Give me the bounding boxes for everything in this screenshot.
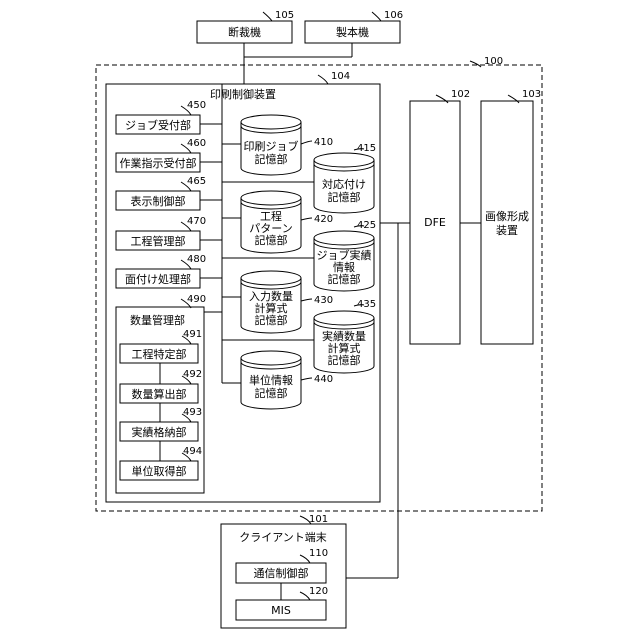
work-instruction-unit: 作業指示受付部: [116, 153, 200, 172]
process-management-ref: 470: [187, 216, 206, 227]
print-controller-ref: 104: [331, 71, 350, 82]
actual-quantity-formula-line2: 計算式: [328, 341, 361, 355]
quantity-calculation-unit: 数量算出部: [120, 384, 198, 403]
cutter-label: 断裁機: [228, 25, 261, 39]
imposition-unit: 面付け処理部: [116, 269, 200, 288]
display-control-ref: 465: [187, 176, 206, 187]
job-result-storage-ref: 425: [357, 220, 376, 231]
cutter-ref: 105: [275, 10, 294, 21]
input-quantity-formula-ref: 430: [314, 295, 333, 306]
result-storing-ref: 493: [183, 407, 202, 418]
image-forming-ref: 103: [522, 89, 541, 100]
job-result-storage: ジョブ実績 情報 記憶部: [314, 231, 374, 291]
comm-control-unit: 通信制御部: [236, 563, 326, 583]
input-quantity-formula-line3: 記憶部: [255, 313, 288, 327]
print-job-storage: 印刷ジョブ 記憶部: [241, 115, 301, 175]
comm-control-ref: 110: [309, 548, 328, 559]
system-ref: 100: [484, 56, 503, 67]
mis-label: MIS: [271, 604, 291, 617]
dfe-ref: 102: [451, 89, 470, 100]
unit-acquisition-unit: 単位取得部: [120, 461, 198, 480]
result-storing-unit: 実績格納部: [120, 422, 198, 441]
system-ref-leader: [470, 61, 481, 67]
binder-label: 製本機: [336, 25, 369, 39]
process-management-unit: 工程管理部: [116, 231, 200, 250]
client-terminal-ref: 101: [309, 514, 328, 525]
print-job-storage-line2: 記憶部: [255, 152, 288, 166]
process-pattern-storage-line3: 記憶部: [255, 233, 288, 247]
binder-ref: 106: [384, 10, 403, 21]
actual-quantity-formula-line1: 実績数量: [322, 329, 366, 343]
print-controller-label: 印刷制御装置: [210, 87, 276, 101]
unit-info-storage: 単位情報 記憶部: [241, 351, 301, 409]
process-pattern-storage: 工程 パターン 記憶部: [241, 191, 301, 253]
input-quantity-formula-line2: 計算式: [255, 301, 288, 315]
cutter-ref-leader: [263, 12, 272, 21]
display-control-label: 表示制御部: [131, 194, 186, 208]
comm-control-label: 通信制御部: [254, 566, 309, 580]
mapping-storage: 対応付け 記憶部: [314, 153, 374, 213]
dfe-label: DFE: [424, 216, 446, 229]
process-management-label: 工程管理部: [131, 234, 186, 248]
image-forming-label-line2: 装置: [496, 224, 518, 237]
mapping-storage-line2: 記憶部: [328, 190, 361, 204]
job-result-storage-line3: 記憶部: [328, 272, 361, 286]
actual-quantity-formula-storage: 実績数量 計算式 記憶部: [314, 311, 374, 373]
quantity-calculation-ref: 492: [183, 369, 202, 380]
unit-info-storage-ref: 440: [314, 374, 333, 385]
imposition-ref: 480: [187, 254, 206, 265]
binder-block: 製本機: [305, 21, 400, 43]
print-job-storage-ref: 410: [314, 137, 333, 148]
unit-info-storage-line1: 単位情報: [249, 373, 293, 387]
unit-acquisition-label: 単位取得部: [132, 464, 187, 478]
job-acceptance-unit: ジョブ受付部: [116, 115, 200, 134]
mapping-storage-line1: 対応付け: [322, 177, 366, 191]
work-instruction-ref: 460: [187, 138, 206, 149]
unit-info-storage-line2: 記憶部: [255, 386, 288, 400]
mapping-storage-ref: 415: [357, 143, 376, 154]
image-forming-label-line1: 画像形成: [485, 210, 529, 223]
actual-quantity-formula-ref: 435: [357, 299, 376, 310]
actual-quantity-formula-line3: 記憶部: [328, 353, 361, 367]
binder-ref-leader: [372, 12, 381, 21]
process-identification-label: 工程特定部: [132, 347, 187, 361]
cutter-block: 断裁機: [197, 21, 292, 43]
process-pattern-storage-ref: 420: [314, 214, 333, 225]
quantity-management-ref: 490: [187, 294, 206, 305]
client-terminal-label: クライアント端末: [239, 530, 327, 544]
work-instruction-label: 作業指示受付部: [120, 156, 197, 170]
quantity-management-label: 数量管理部: [130, 313, 185, 327]
mis-ref: 120: [309, 586, 328, 597]
unit-acquisition-ref: 494: [183, 446, 202, 457]
process-identification-unit: 工程特定部: [120, 344, 198, 363]
process-identification-ref: 491: [183, 329, 202, 340]
mis-unit: MIS: [236, 600, 326, 620]
input-quantity-formula-storage: 入力数量 計算式 記憶部: [241, 271, 301, 333]
job-acceptance-ref: 450: [187, 100, 206, 111]
result-storing-label: 実績格納部: [132, 425, 187, 439]
job-acceptance-label: ジョブ受付部: [125, 118, 191, 132]
quantity-calculation-label: 数量算出部: [132, 387, 187, 401]
job-result-storage-line1: ジョブ実績: [317, 248, 372, 262]
print-job-storage-line1: 印刷ジョブ: [244, 139, 299, 153]
imposition-label: 面付け処理部: [125, 272, 191, 286]
display-control-unit: 表示制御部: [116, 191, 200, 210]
print-controller-ref-leader: [318, 75, 328, 84]
